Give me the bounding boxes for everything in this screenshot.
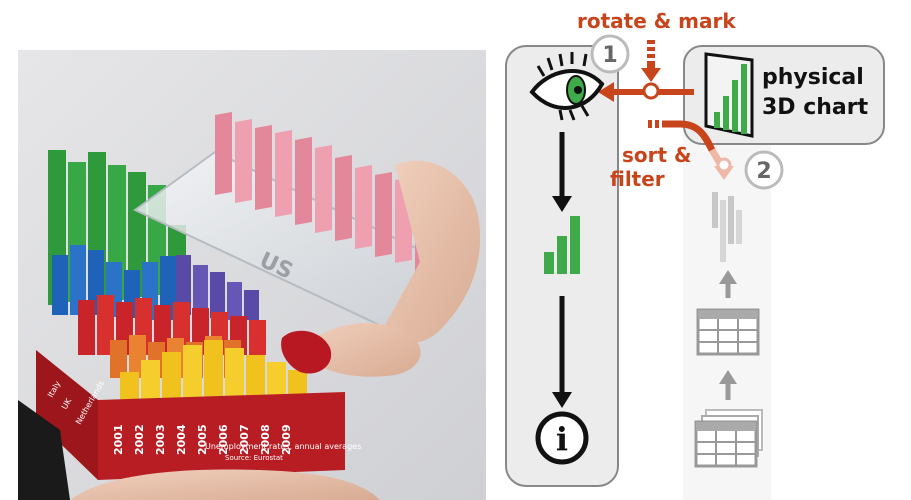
sleeve	[18, 400, 70, 500]
year-label: 2006	[217, 424, 230, 455]
caption-line-2: Source: Eurostat	[225, 454, 283, 462]
faded-flow-arrowhead	[719, 370, 737, 384]
sort-filter-label-line1: sort &	[622, 143, 691, 167]
base-side-strip	[36, 350, 98, 480]
step-2-number: 2	[756, 159, 771, 184]
yellow-bar-row	[120, 340, 307, 400]
year-label: 2005	[196, 424, 209, 455]
physical-chart-label-line2: 3D chart	[762, 95, 869, 120]
bar-chart-icon	[544, 216, 580, 274]
sort-filter-label-line2: filter	[610, 167, 665, 191]
physical-chart-photo: 2001 2002 2003 2004 2005 2006 2007 2008 …	[18, 50, 486, 500]
fingernail	[281, 330, 332, 374]
flow-arrowhead	[552, 196, 572, 212]
rotate-mark-label: rotate & mark	[577, 9, 736, 33]
eye-icon	[529, 52, 605, 121]
faded-sorted-bars-icon	[712, 192, 742, 262]
sort-filter-arrow	[648, 120, 734, 180]
pink-bar-row	[215, 112, 432, 271]
physical-chart-label-line1: physical	[762, 65, 864, 90]
step-2-badge	[744, 150, 784, 190]
caption-line-1: Unemployment rates, annual averages	[205, 442, 361, 451]
info-icon: i	[535, 411, 589, 465]
year-label: 2004	[175, 424, 188, 455]
year-label: 2002	[133, 424, 146, 455]
faded-flow-arrowhead	[719, 270, 737, 284]
year-label: 2008	[259, 424, 272, 455]
step-1-number: 1	[602, 43, 617, 68]
rotate-mark-arrow	[641, 40, 661, 82]
purple-bar-row	[176, 255, 259, 320]
upper-hand	[385, 160, 481, 343]
base-label-strip	[98, 392, 345, 480]
faded-table-icon	[696, 308, 760, 356]
step-1-badge	[590, 34, 630, 74]
flow-arrowhead	[552, 392, 572, 408]
info-glyph: i	[556, 420, 568, 458]
lower-hand	[70, 469, 380, 500]
mark-junction	[642, 82, 660, 100]
year-label: 2001	[112, 424, 125, 455]
year-label: 2007	[238, 424, 251, 455]
physical-3d-chart-icon	[704, 52, 754, 138]
year-label: 2009	[280, 424, 293, 455]
perception-arrowhead	[598, 82, 614, 102]
thumb	[300, 323, 421, 377]
faded-dataset-stack-icon	[694, 409, 763, 468]
year-label: 2003	[154, 424, 167, 455]
